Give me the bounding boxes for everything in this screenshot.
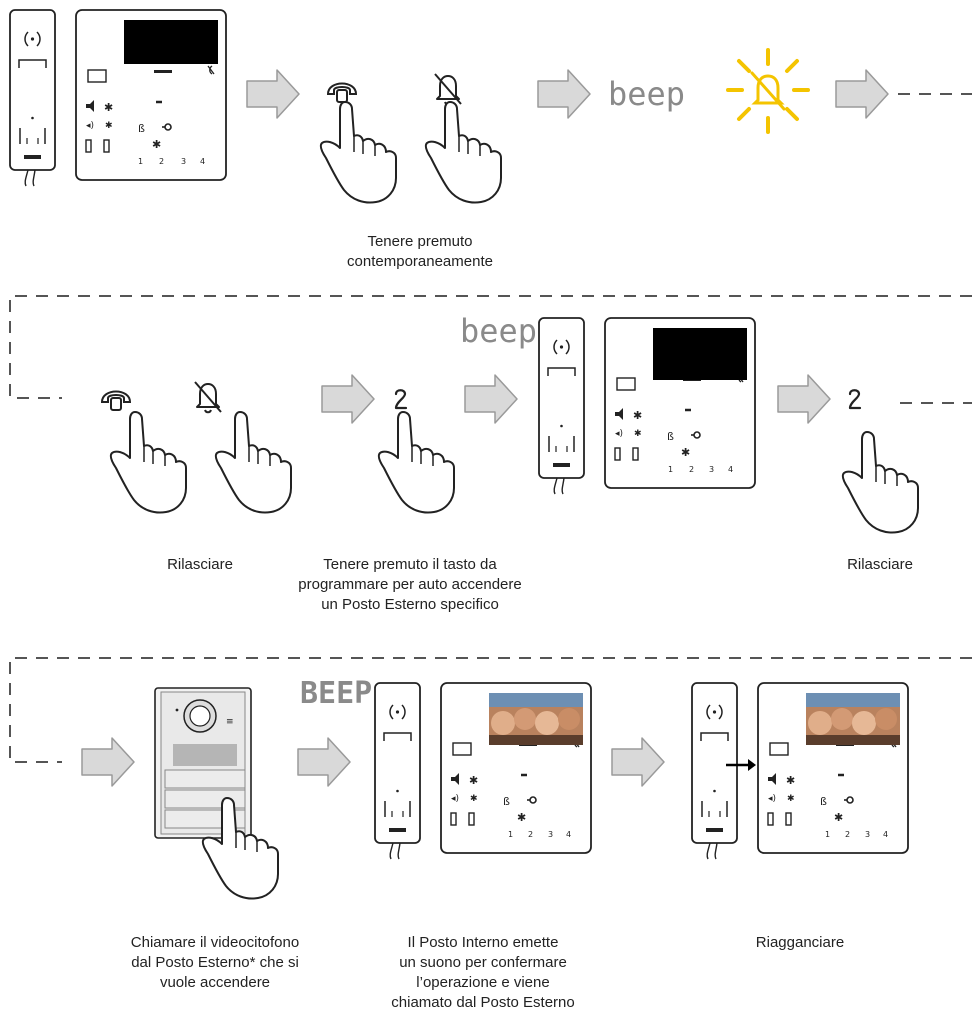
monitor-key: 1 xyxy=(668,465,673,474)
caption-hang-up: Riagganciare xyxy=(720,933,880,953)
monitor-key: 2 xyxy=(528,830,533,839)
caption-line: Riagganciare xyxy=(720,933,880,953)
step-arrow xyxy=(836,70,888,118)
step-arrow xyxy=(298,738,350,786)
caption-line: vuole accendere xyxy=(100,973,330,993)
caption-line: Rilasciare xyxy=(820,555,940,575)
row-3: ≡ BEEP xyxy=(82,676,908,899)
handset-icon xyxy=(328,84,356,103)
blinking-mute-bell-icon xyxy=(728,50,808,132)
caption-line: programmare per auto accendere xyxy=(270,575,550,595)
monitor-key: 4 xyxy=(200,157,205,166)
caption-line: Tenere premuto xyxy=(300,232,540,252)
caption-line: l’operazione e viene xyxy=(368,973,598,993)
pointing-hand-icon xyxy=(379,412,454,513)
video-image xyxy=(489,693,583,745)
caption-line: Il Posto Interno emette xyxy=(368,933,598,953)
monitor-hang-up xyxy=(692,683,908,859)
caption-line: dal Posto Esterno* che si xyxy=(100,953,330,973)
pointing-hand-icon xyxy=(321,102,396,203)
row-1: 1 2 3 4 beep xyxy=(10,10,972,203)
step-arrow xyxy=(538,70,590,118)
monitor-key: 4 xyxy=(883,830,888,839)
key-two-icon xyxy=(396,390,406,408)
step-arrow xyxy=(612,738,664,786)
monitor-key: 3 xyxy=(865,830,870,839)
step-arrow xyxy=(322,375,374,423)
beep-text: beep xyxy=(460,312,537,350)
caption-line: un Posto Esterno specifico xyxy=(270,595,550,615)
step-arrow xyxy=(778,375,830,423)
pointing-hand-icon xyxy=(426,102,501,203)
key-two-icon xyxy=(850,390,860,408)
step-arrow xyxy=(247,70,299,118)
caption-line: chiamato dal Posto Esterno xyxy=(368,993,598,1013)
monitor-key: 3 xyxy=(548,830,553,839)
caption-confirm: Il Posto Interno emette un suono per con… xyxy=(368,933,598,1013)
monitor-key: 4 xyxy=(728,465,733,474)
mute-bell-icon xyxy=(195,382,221,412)
mute-bell-icon xyxy=(435,74,461,104)
monitor-off xyxy=(10,10,226,186)
caption-release-1: Rilasciare xyxy=(130,555,270,575)
caption-release-2: Rilasciare xyxy=(820,555,940,575)
svg-text:≡: ≡ xyxy=(226,717,234,727)
caption-line: contemporaneamente xyxy=(300,252,540,272)
caption-line: Chiamare il videocitofono xyxy=(100,933,330,953)
beep-text: beep xyxy=(608,75,685,113)
monitor-key: 4 xyxy=(566,830,571,839)
step-arrow xyxy=(82,738,134,786)
monitor-off xyxy=(539,318,755,494)
pointing-hand-icon xyxy=(843,432,918,533)
monitor-key: 2 xyxy=(845,830,850,839)
monitor-key: 2 xyxy=(159,157,164,166)
monitor-key: 3 xyxy=(709,465,714,474)
row-2: beep 1 2 3 4 xyxy=(102,312,972,533)
caption-call-monitor: Chiamare il videocitofono dal Posto Este… xyxy=(100,933,330,993)
monitor-video xyxy=(375,683,591,859)
pointing-hand-icon xyxy=(111,412,186,513)
outdoor-station: ≡ xyxy=(155,688,251,838)
monitor-key: 1 xyxy=(825,830,830,839)
video-image xyxy=(806,693,900,745)
monitor-key: 1 xyxy=(138,157,143,166)
monitor-key: 3 xyxy=(181,157,186,166)
monitor-key: 1 xyxy=(508,830,513,839)
caption-hold-together: Tenere premuto contemporaneamente xyxy=(300,232,540,272)
step-arrow xyxy=(465,375,517,423)
beep-text: BEEP xyxy=(300,676,372,711)
caption-line: Rilasciare xyxy=(130,555,270,575)
pointing-hand-icon xyxy=(216,412,291,513)
monitor-key: 2 xyxy=(689,465,694,474)
handset-icon xyxy=(102,392,130,411)
caption-line: un suono per confermare xyxy=(368,953,598,973)
caption-line: Tenere premuto il tasto da xyxy=(270,555,550,575)
caption-hold-key: Tenere premuto il tasto da programmare p… xyxy=(270,555,550,615)
